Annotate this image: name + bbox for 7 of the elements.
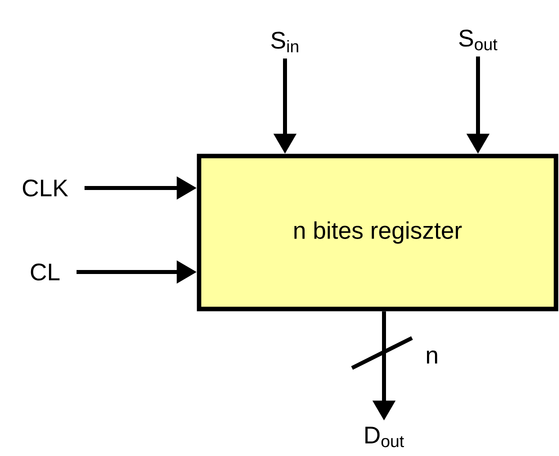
signal-label: S$_{in}$ bbox=[271, 32, 298, 52]
signal-label: CLK bbox=[22, 180, 68, 196]
signal-label: S$_{out}$ bbox=[459, 30, 498, 50]
signal-label: CL bbox=[30, 264, 60, 280]
signal-label: D$_{out}$ bbox=[365, 426, 404, 448]
register-box: n bites regiszter bbox=[196, 154, 558, 312]
edge-label: n bbox=[424, 350, 440, 364]
